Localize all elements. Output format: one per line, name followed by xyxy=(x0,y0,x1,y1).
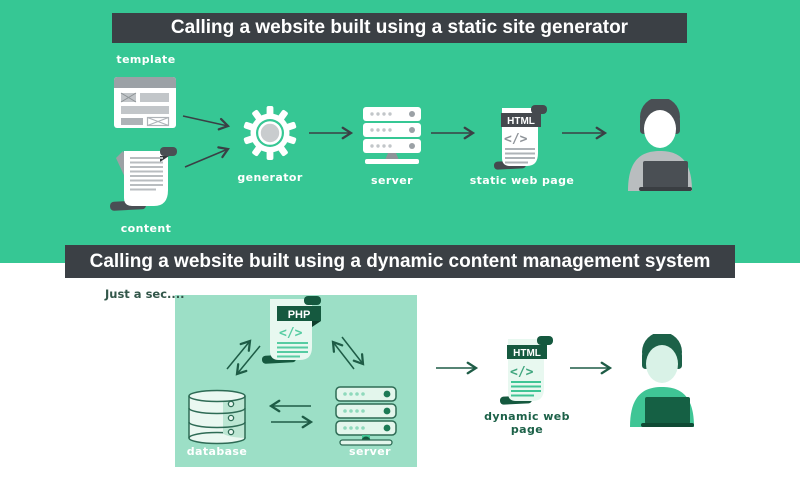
database-label: database xyxy=(186,445,248,458)
code-glyph: </> xyxy=(504,132,528,147)
cms-user-at-laptop-icon xyxy=(623,334,701,427)
server-icon xyxy=(363,107,421,165)
generator-label: generator xyxy=(237,171,303,184)
dynamic-web-page-icon: HTML </> xyxy=(500,336,554,406)
code-glyph: </> xyxy=(510,365,534,380)
php-badge-text: PHP xyxy=(288,309,311,321)
dynamic-section-title-bar: Calling a website built using a dynamic … xyxy=(65,245,735,278)
static-section-title-bar: Calling a website built using a static s… xyxy=(112,13,687,43)
dynamic-section-title: Calling a website built using a dynamic … xyxy=(89,250,711,272)
code-glyph: </> xyxy=(279,326,303,341)
database-icon xyxy=(187,388,247,445)
generator-gear-icon xyxy=(243,106,297,160)
php-script-icon: PHP </> xyxy=(262,296,322,366)
dynamic-web-page-label: dynamic web page xyxy=(484,410,570,436)
cms-server-icon xyxy=(334,385,398,447)
cms-server-label: server xyxy=(349,445,391,458)
content-label: content xyxy=(120,222,172,235)
html-badge-text: HTML xyxy=(513,348,541,359)
static-section-title: Calling a website built using a static s… xyxy=(170,17,629,38)
loading-text: Just a sec.... xyxy=(105,287,185,301)
html-badge-text: HTML xyxy=(507,116,535,127)
template-icon xyxy=(114,77,176,128)
static-web-page-label: static web page xyxy=(469,174,575,187)
content-icon xyxy=(108,146,180,214)
static-web-page-icon: HTML </> xyxy=(494,105,548,171)
user-at-laptop-icon xyxy=(620,99,700,191)
server-label: server xyxy=(371,174,413,187)
template-label: template xyxy=(116,53,176,66)
